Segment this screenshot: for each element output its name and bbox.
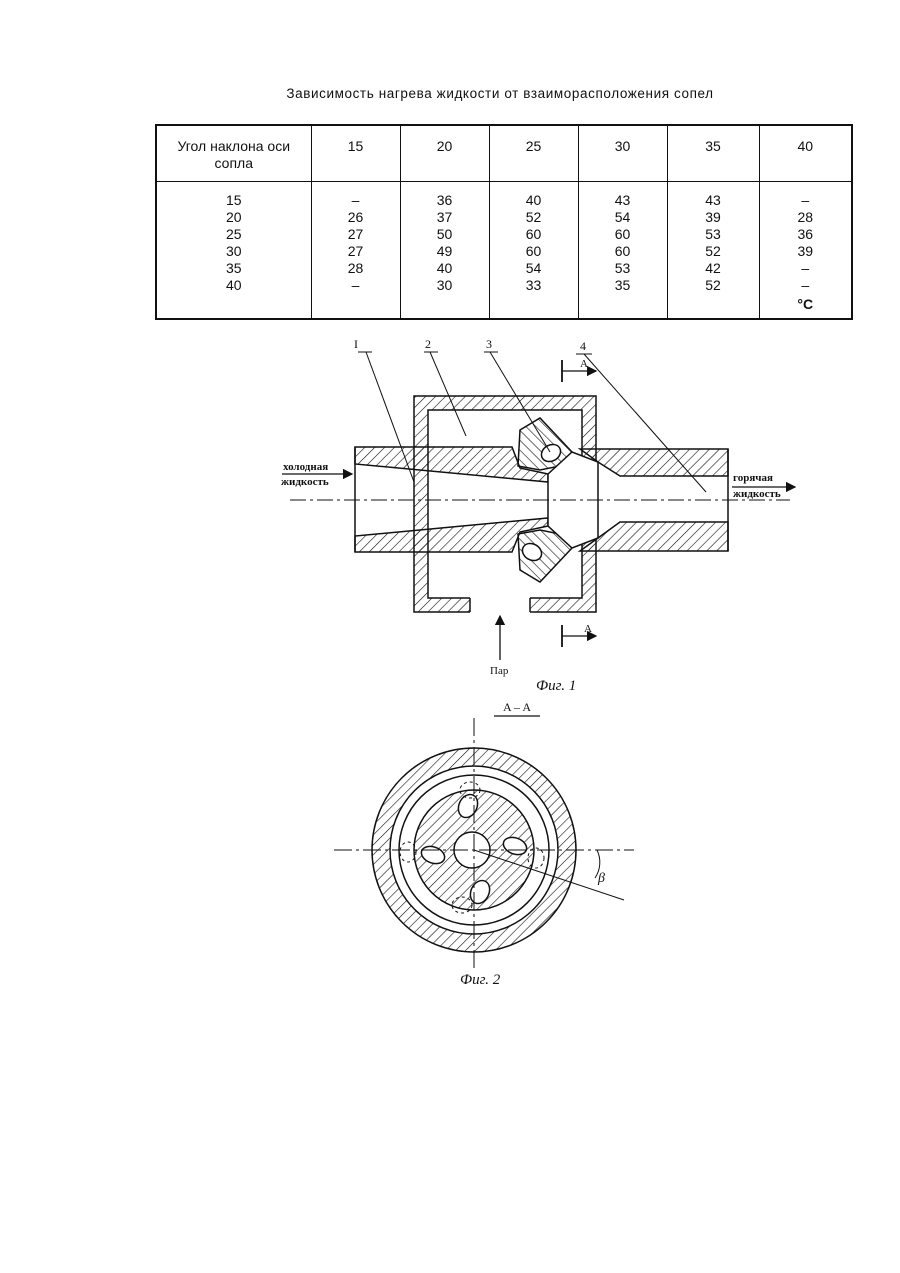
cold-liquid-label-1: холодная [283,461,328,473]
hot-liquid-label-1: горячая [733,472,773,484]
steam-inlet [470,596,530,614]
fig1-drawing: холодная жидкость горячая жидкость Пар I… [281,337,795,694]
outlet-tube-bottom [580,522,728,551]
hot-liquid-label-2: жидкость [733,488,781,500]
label-4: 4 [580,339,586,353]
section-mark-bottom: A [584,623,592,635]
fig2-caption: Фиг. 2 [460,972,501,988]
angle-label: β [597,871,605,886]
outlet-tube-top [580,449,728,476]
label-1: I [354,337,358,351]
label-2: 2 [425,337,431,351]
label-3: 3 [486,337,492,351]
cold-liquid-label-2: жидкость [281,476,329,488]
fig1-caption: Фиг. 1 [536,678,576,694]
section-mark-top: A [580,358,588,370]
section-title: A – A [503,700,531,714]
fig2-drawing: A – A β Фиг. 2 [334,700,634,988]
steam-label: Пар [490,665,509,677]
